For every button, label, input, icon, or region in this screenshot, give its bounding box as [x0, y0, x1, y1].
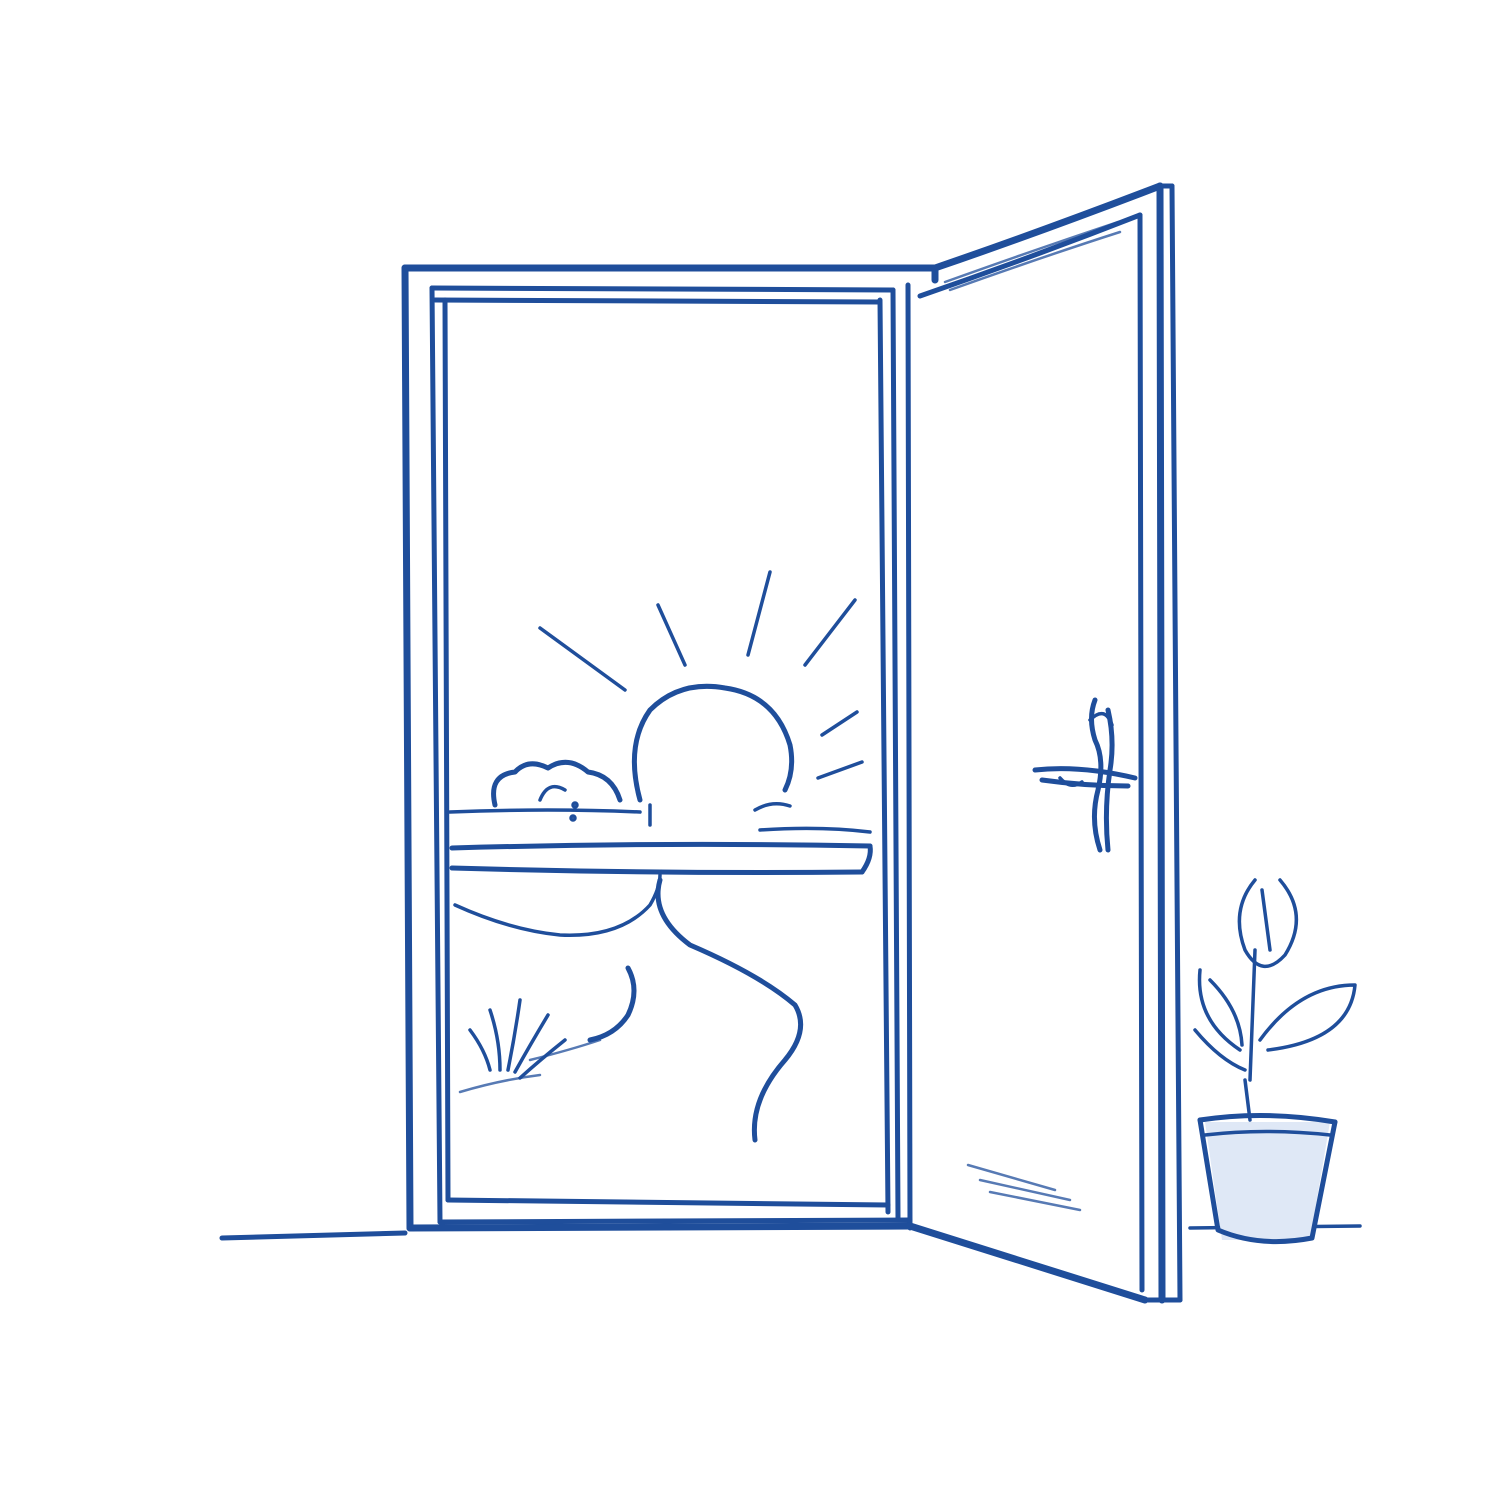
horizon: [448, 808, 873, 875]
sun-rays: [538, 570, 864, 780]
winding-path: [453, 873, 804, 1143]
sun: [631, 683, 795, 827]
door-frame: [401, 264, 939, 1232]
clouds: [491, 759, 623, 822]
open-door: [906, 182, 1183, 1304]
potted-plant: [1193, 878, 1357, 1245]
door-handle: [1032, 697, 1138, 853]
grass-tuft: [458, 998, 602, 1094]
